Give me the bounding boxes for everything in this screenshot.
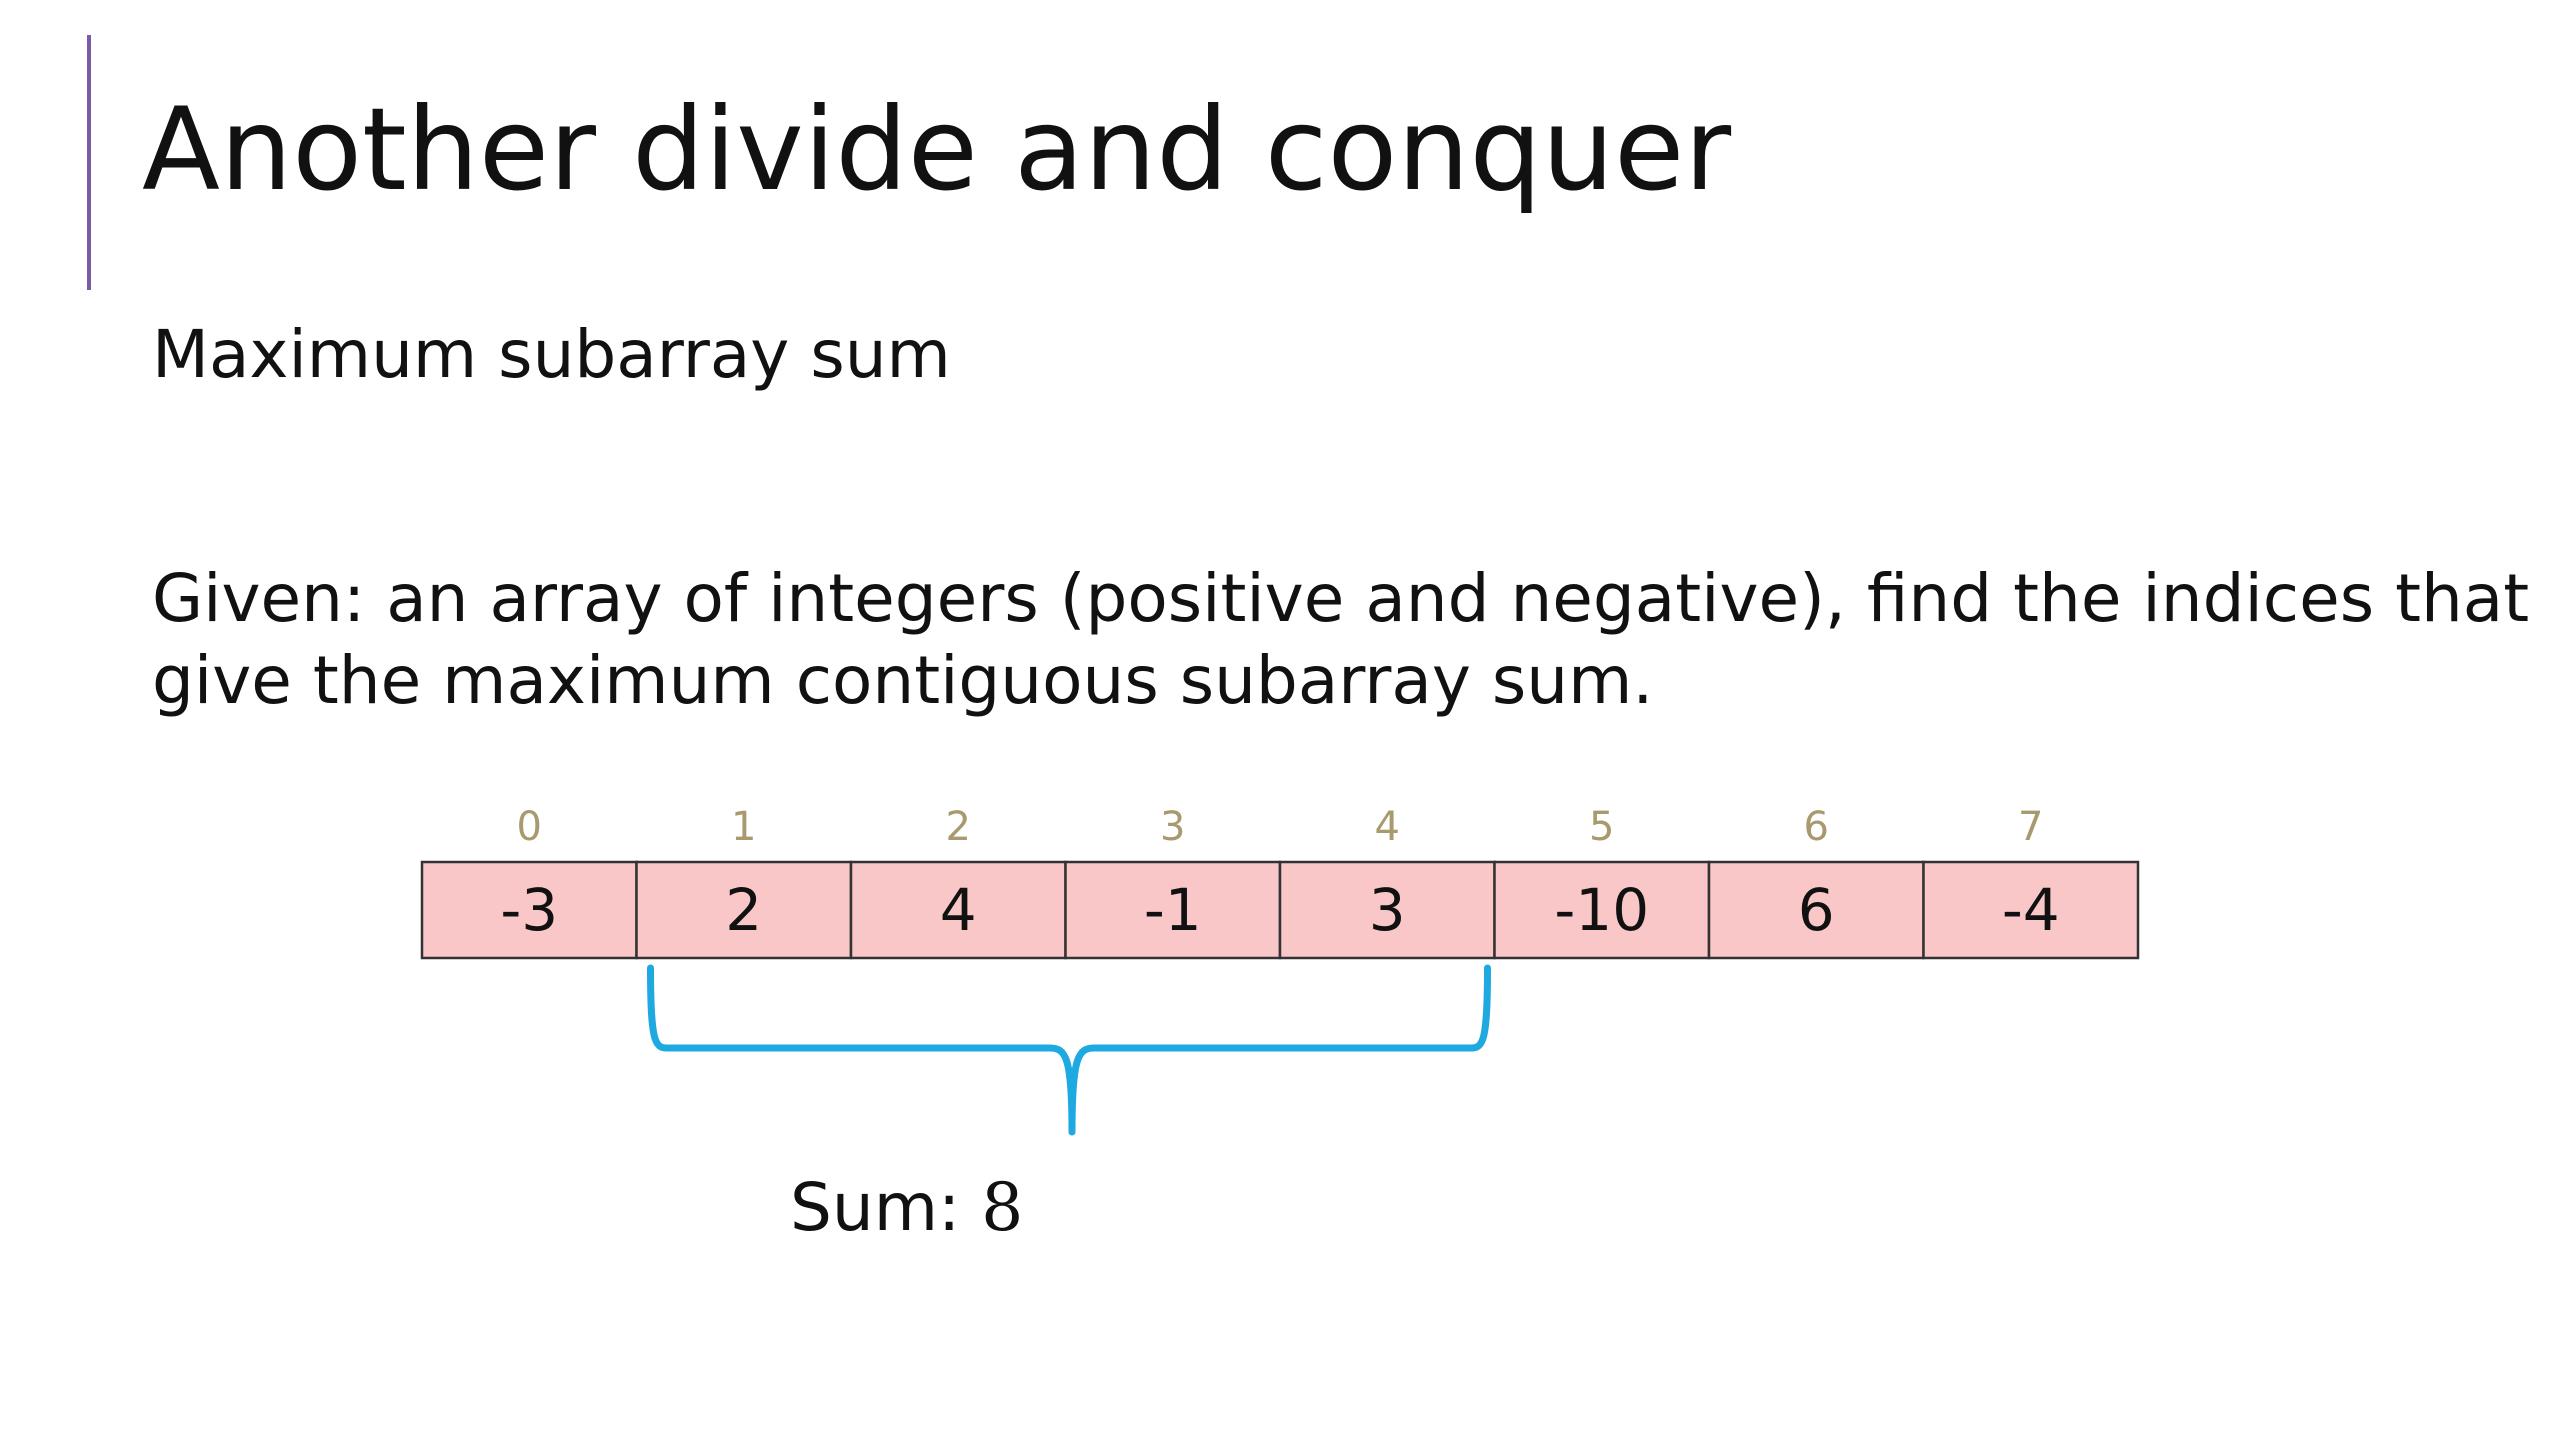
sum-label-text: Sum: bbox=[790, 1169, 961, 1246]
array-cell-value: 3 bbox=[1369, 876, 1406, 944]
array-index-label: 5 bbox=[1589, 804, 1614, 850]
subarray-brace bbox=[647, 964, 1491, 1136]
array-cell-value: -10 bbox=[1554, 876, 1649, 944]
slide-title: Another divide and conquer bbox=[142, 83, 1732, 216]
array-cell bbox=[1278, 860, 1496, 960]
slide-subtitle: Maximum subarray sum bbox=[152, 316, 951, 393]
array-index-label: 4 bbox=[1375, 804, 1400, 850]
array-cell-value: -4 bbox=[2002, 876, 2060, 944]
array-index-label: 0 bbox=[517, 804, 542, 850]
array-index-label: 7 bbox=[2018, 804, 2043, 850]
array-cell-value: 4 bbox=[940, 876, 977, 944]
array-cell-value: 6 bbox=[1798, 876, 1835, 944]
array-cell bbox=[1493, 860, 1711, 960]
title-accent-bar bbox=[87, 35, 91, 290]
sum-label: Sum: 8 bbox=[790, 1168, 1023, 1247]
array-index-label: 1 bbox=[731, 804, 756, 850]
sum-value: 8 bbox=[981, 1169, 1024, 1246]
array-cell-value: -3 bbox=[500, 876, 558, 944]
array-cell-value: 2 bbox=[725, 876, 762, 944]
array-cell-value: -1 bbox=[1144, 876, 1202, 944]
array-index-label: 3 bbox=[1160, 804, 1185, 850]
problem-description: Given: an array of integers (positive an… bbox=[152, 560, 2530, 719]
array-cell bbox=[420, 860, 638, 960]
array-index-label: 6 bbox=[1804, 804, 1829, 850]
array-index-label: 2 bbox=[946, 804, 971, 850]
array-cell bbox=[1922, 860, 2140, 960]
array-cell bbox=[1707, 860, 1925, 960]
